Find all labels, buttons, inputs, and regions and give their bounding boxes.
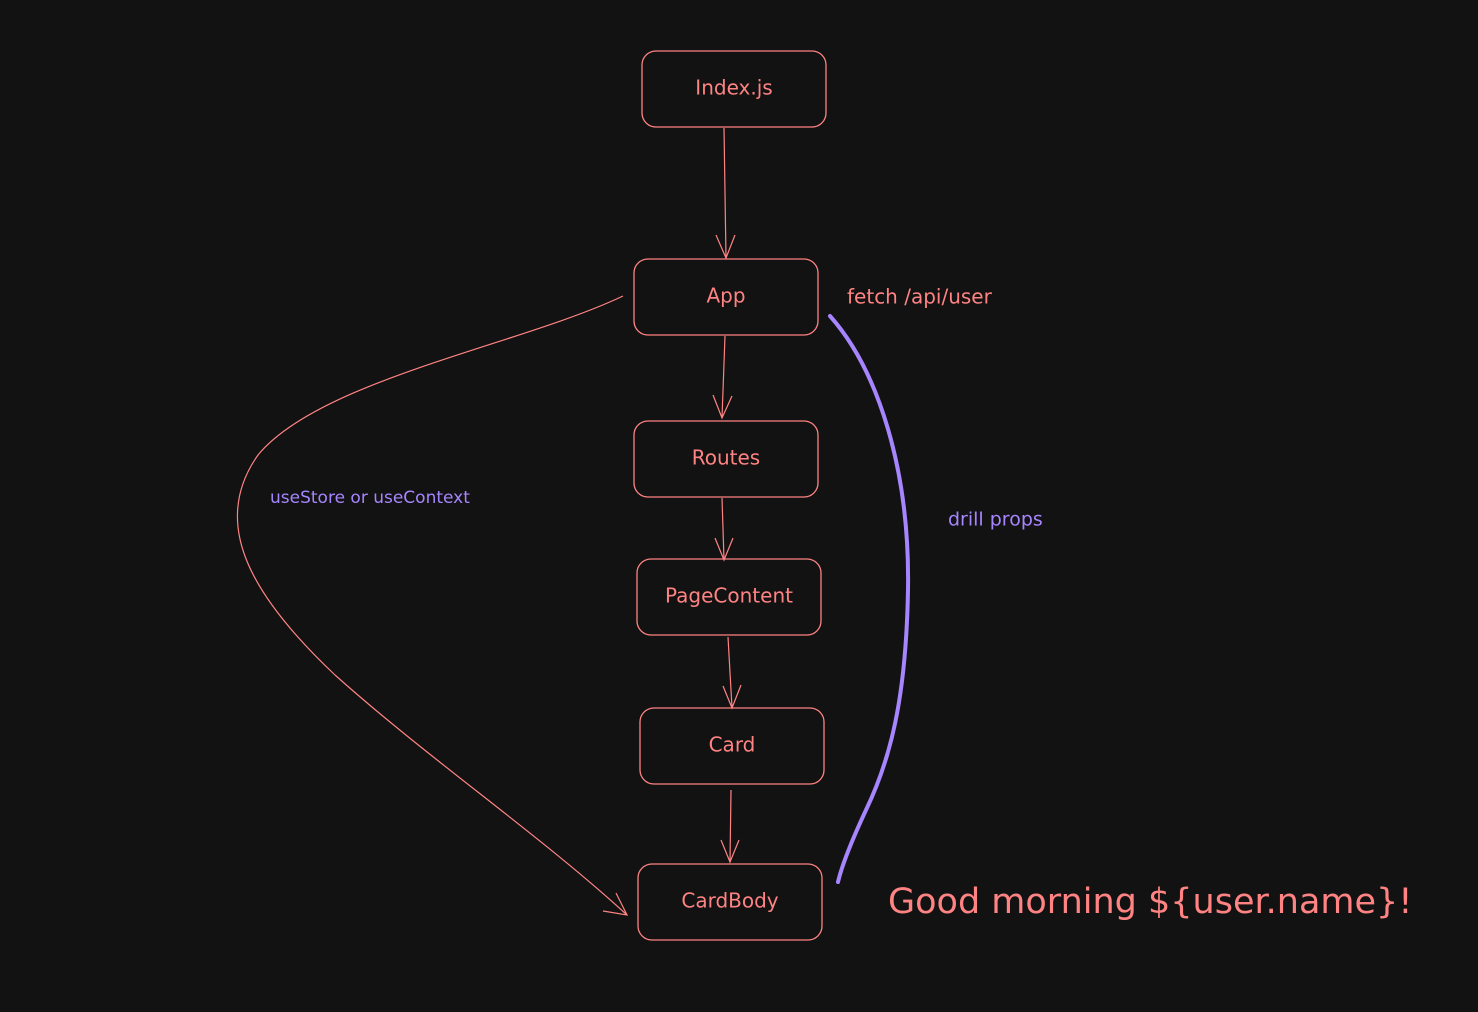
edge-routes-to-page-content-arrowhead	[714, 537, 734, 562]
edge-store-curve-line	[236, 295, 628, 916]
fetch-annotation: fetch /api/user	[847, 285, 993, 309]
edge-index-to-app	[715, 127, 736, 260]
edge-card-to-card-body-arrowhead	[720, 839, 740, 864]
node-page-content-label: PageContent	[665, 584, 793, 608]
node-page-content[interactable]: PageContent	[636, 558, 822, 636]
node-page-content-box	[636, 558, 822, 636]
edge-store-curve-arrowhead	[602, 892, 629, 916]
edge-card-to-card-body	[720, 789, 740, 864]
edge-page-content-to-card-line	[727, 636, 733, 709]
use-store-annotation: useStore or useContext	[270, 488, 470, 508]
node-card-body-box	[637, 863, 823, 941]
node-card-body[interactable]: CardBody	[637, 863, 823, 941]
node-index[interactable]: Index.js	[641, 50, 827, 128]
edge-index-to-app-arrowhead	[715, 234, 736, 260]
node-card-body-label: CardBody	[681, 889, 778, 913]
edge-app-to-routes	[712, 335, 733, 420]
drill-props-curve	[828, 314, 911, 884]
greeting-annotation: Good morning ${user.name}!	[888, 882, 1412, 922]
edge-app-to-card-body-curve	[236, 295, 629, 916]
edge-routes-to-page-content-line	[721, 497, 725, 561]
edge-page-content-to-card	[722, 636, 742, 710]
node-routes-label: Routes	[692, 446, 760, 470]
node-routes[interactable]: Routes	[633, 420, 819, 498]
edge-app-to-routes-line	[721, 335, 726, 419]
node-card-label: Card	[709, 733, 756, 757]
node-card[interactable]: Card	[639, 707, 825, 785]
edge-app-to-routes-arrowhead	[712, 394, 733, 420]
edge-routes-to-page-content	[714, 497, 734, 562]
node-index-label: Index.js	[695, 76, 772, 100]
node-routes-box	[633, 420, 819, 498]
drill-props-annotation: drill props	[948, 509, 1043, 531]
edge-page-content-to-card-arrowhead	[722, 684, 742, 710]
edge-index-to-app-line	[723, 127, 727, 259]
node-app-label: App	[706, 284, 745, 308]
edge-card-to-card-body-line	[729, 789, 732, 863]
node-index-box	[641, 50, 827, 128]
node-app[interactable]: App	[633, 258, 819, 336]
